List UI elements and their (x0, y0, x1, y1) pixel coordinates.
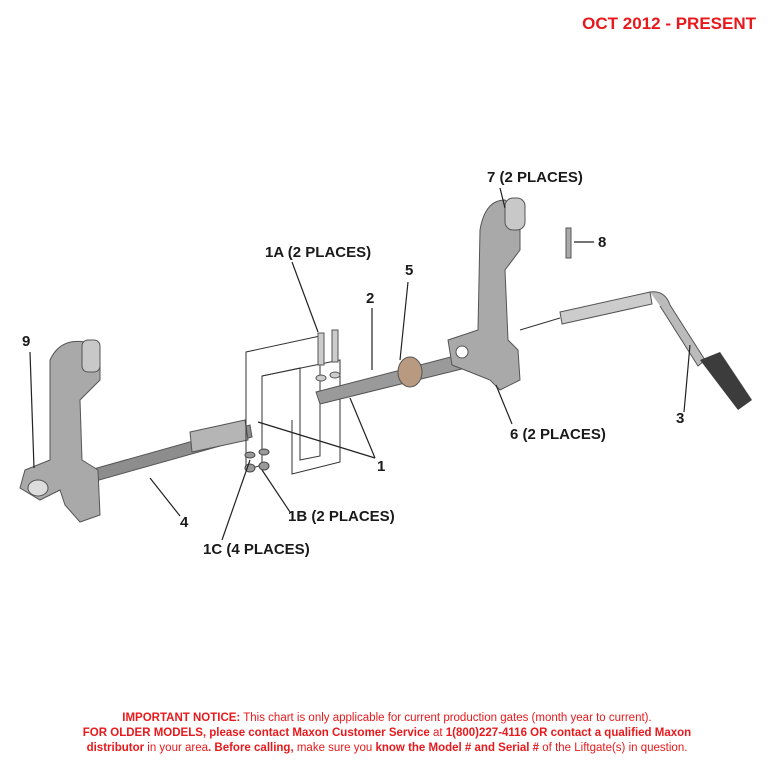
pin-8 (565, 227, 572, 259)
callout-5: 5 (405, 262, 414, 279)
notice-line-2: FOR OLDER MODELS, please contact Maxon C… (0, 726, 774, 741)
callout-1c: 1C (4 PLACES) (203, 541, 310, 558)
notice-text: make sure you (293, 742, 376, 754)
callout-6: 6 (2 PLACES) (510, 426, 606, 443)
notice-line-3: distributor in your area. Before calling… (0, 741, 774, 756)
notice-text: This chart is only applicable for curren… (240, 712, 652, 724)
callout-2: 2 (366, 290, 375, 307)
callout-3: 3 (676, 410, 685, 427)
notice-text: FOR OLDER MODELS, please contact Maxon C… (82, 727, 430, 739)
bracket-9 (19, 339, 101, 523)
notice-line-1: IMPORTANT NOTICE: This chart is only app… (0, 711, 774, 726)
notice-text: . Before calling, (208, 742, 294, 754)
notice-text: know the Model # and Serial # (375, 742, 540, 754)
callout-7: 7 (2 PLACES) (487, 169, 583, 186)
bracket-6-7 (447, 197, 526, 391)
spring-5 (397, 356, 423, 388)
bolts-1a (315, 329, 341, 382)
callout-4: 4 (180, 514, 189, 531)
nuts-1b-1c (244, 448, 270, 473)
callout-9: 9 (22, 333, 31, 350)
notice-phone: 1(800)227-4116 OR contact a qualified Ma… (445, 727, 692, 739)
notice-text: of the Liftgate(s) in question. (539, 742, 688, 754)
handle-3 (519, 227, 752, 410)
notice-text: at (429, 727, 446, 739)
important-notice: IMPORTANT NOTICE: This chart is only app… (0, 711, 774, 756)
leader-lines (29, 187, 691, 541)
date-range-header: OCT 2012 - PRESENT (582, 14, 756, 33)
shaft-2 (315, 351, 475, 405)
shaft-4 (89, 419, 253, 483)
callout-1a: 1A (2 PLACES) (265, 244, 372, 261)
callout-1: 1 (377, 458, 386, 475)
callout-1b: 1B (2 PLACES) (288, 508, 395, 525)
notice-text: in your area (144, 742, 209, 754)
notice-text: distributor (86, 742, 145, 754)
callout-8: 8 (598, 234, 607, 251)
notice-heading: IMPORTANT NOTICE: (122, 712, 241, 724)
